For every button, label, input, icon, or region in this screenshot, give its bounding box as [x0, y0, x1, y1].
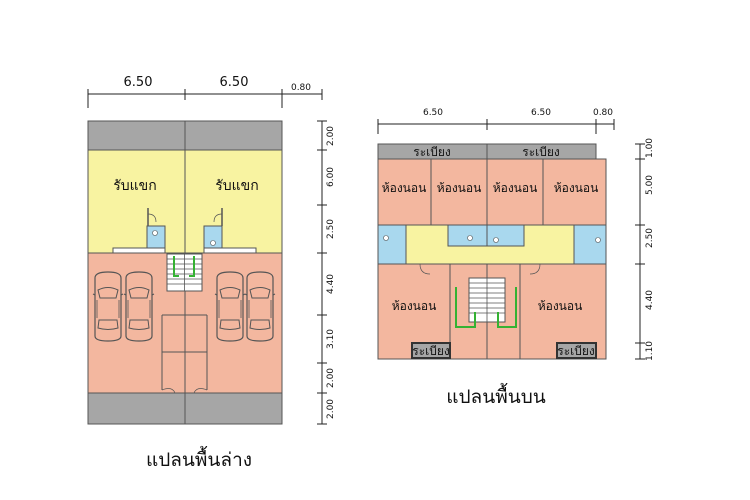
ground-bathroom-left [146, 225, 166, 249]
ground-counter-right [203, 247, 257, 254]
upper-bedroom-4 [542, 158, 607, 226]
ground-plan-title: แปลนพื้นล่าง [146, 446, 252, 471]
ground-dim-extra: 0.80 [291, 83, 311, 93]
ground-stair-arrow-right [189, 256, 195, 277]
ground-side-dim-4: 4.40 [326, 274, 336, 294]
upper-bedroom-2-label: ห้องนอน [437, 181, 482, 195]
upper-bedroom-5-label: ห้องนอน [392, 299, 437, 313]
upper-balcony-right-label: ระเบียง [522, 145, 560, 159]
ground-side-dimension: 2.00 6.00 2.50 4.40 3.10 2.00 2.00 [317, 120, 336, 425]
upper-bath-2 [447, 224, 488, 247]
ground-side-dim-6: 2.00 [326, 368, 336, 388]
upper-bedroom-3 [486, 158, 544, 226]
ground-counter-left [112, 247, 166, 254]
upper-stair-arrow-left [455, 287, 476, 328]
upper-stairs [455, 277, 517, 328]
ground-side-dim-7: 2.00 [326, 399, 336, 419]
upper-stair-arrow-right [497, 287, 517, 328]
ground-side-dim-3: 2.50 [326, 219, 336, 239]
upper-plan-title: แปลนพื้นบน [446, 383, 546, 408]
upper-bedroom-1-label: ห้องนอน [382, 181, 427, 195]
upper-bedroom-2 [430, 158, 488, 226]
upper-bedroom-3-label: ห้องนอน [493, 181, 538, 195]
upper-side-dim-4: 4.40 [645, 290, 655, 310]
upper-side-dimension: 1.00 5.00 2.50 4.40 1.10 [635, 138, 655, 361]
upper-bath-1 [377, 224, 407, 265]
upper-floor-plan: 6.50 6.50 0.80 [377, 108, 655, 408]
ground-side-dim-1: 2.00 [326, 126, 336, 146]
upper-side-dim-1: 1.00 [645, 138, 655, 158]
upper-side-dim-3: 2.50 [645, 228, 655, 248]
ground-reception-left-label: รับแขก [113, 178, 156, 194]
ground-floor-plan: 6.50 6.50 0.80 [87, 75, 336, 471]
upper-top-dimension: 6.50 6.50 0.80 [377, 108, 615, 134]
upper-dim-extra: 0.80 [593, 108, 613, 118]
ground-top-dimension: 6.50 6.50 0.80 [87, 75, 323, 108]
upper-side-dim-5: 1.10 [645, 341, 655, 361]
upper-bath-4 [573, 224, 607, 265]
ground-dim-left: 6.50 [124, 75, 153, 90]
upper-balcony-bottom-right-label: ระเบียง [557, 344, 595, 358]
ground-side-dim-5: 3.10 [326, 329, 336, 349]
upper-side-dim-2: 5.00 [645, 175, 655, 195]
ground-dim-right: 6.50 [220, 75, 249, 90]
ground-stairs [166, 253, 203, 292]
upper-balcony-bottom-right [556, 342, 597, 359]
upper-balcony-bottom-left-label: ระเบียง [412, 344, 450, 358]
upper-bedroom-1 [377, 158, 432, 226]
upper-balcony-bottom-left [411, 342, 451, 359]
upper-balcony-left-label: ระเบียง [413, 145, 451, 159]
upper-bedroom-6-label: ห้องนอน [538, 299, 583, 313]
ground-stair-arrow-left [173, 256, 179, 277]
upper-bath-3 [486, 224, 525, 247]
ground-side-dim-2: 6.00 [326, 167, 336, 187]
upper-dim-left: 6.50 [423, 108, 443, 118]
upper-bedroom-4-label: ห้องนอน [554, 181, 599, 195]
upper-dim-right: 6.50 [531, 108, 551, 118]
ground-reception-right-label: รับแขก [215, 178, 258, 194]
